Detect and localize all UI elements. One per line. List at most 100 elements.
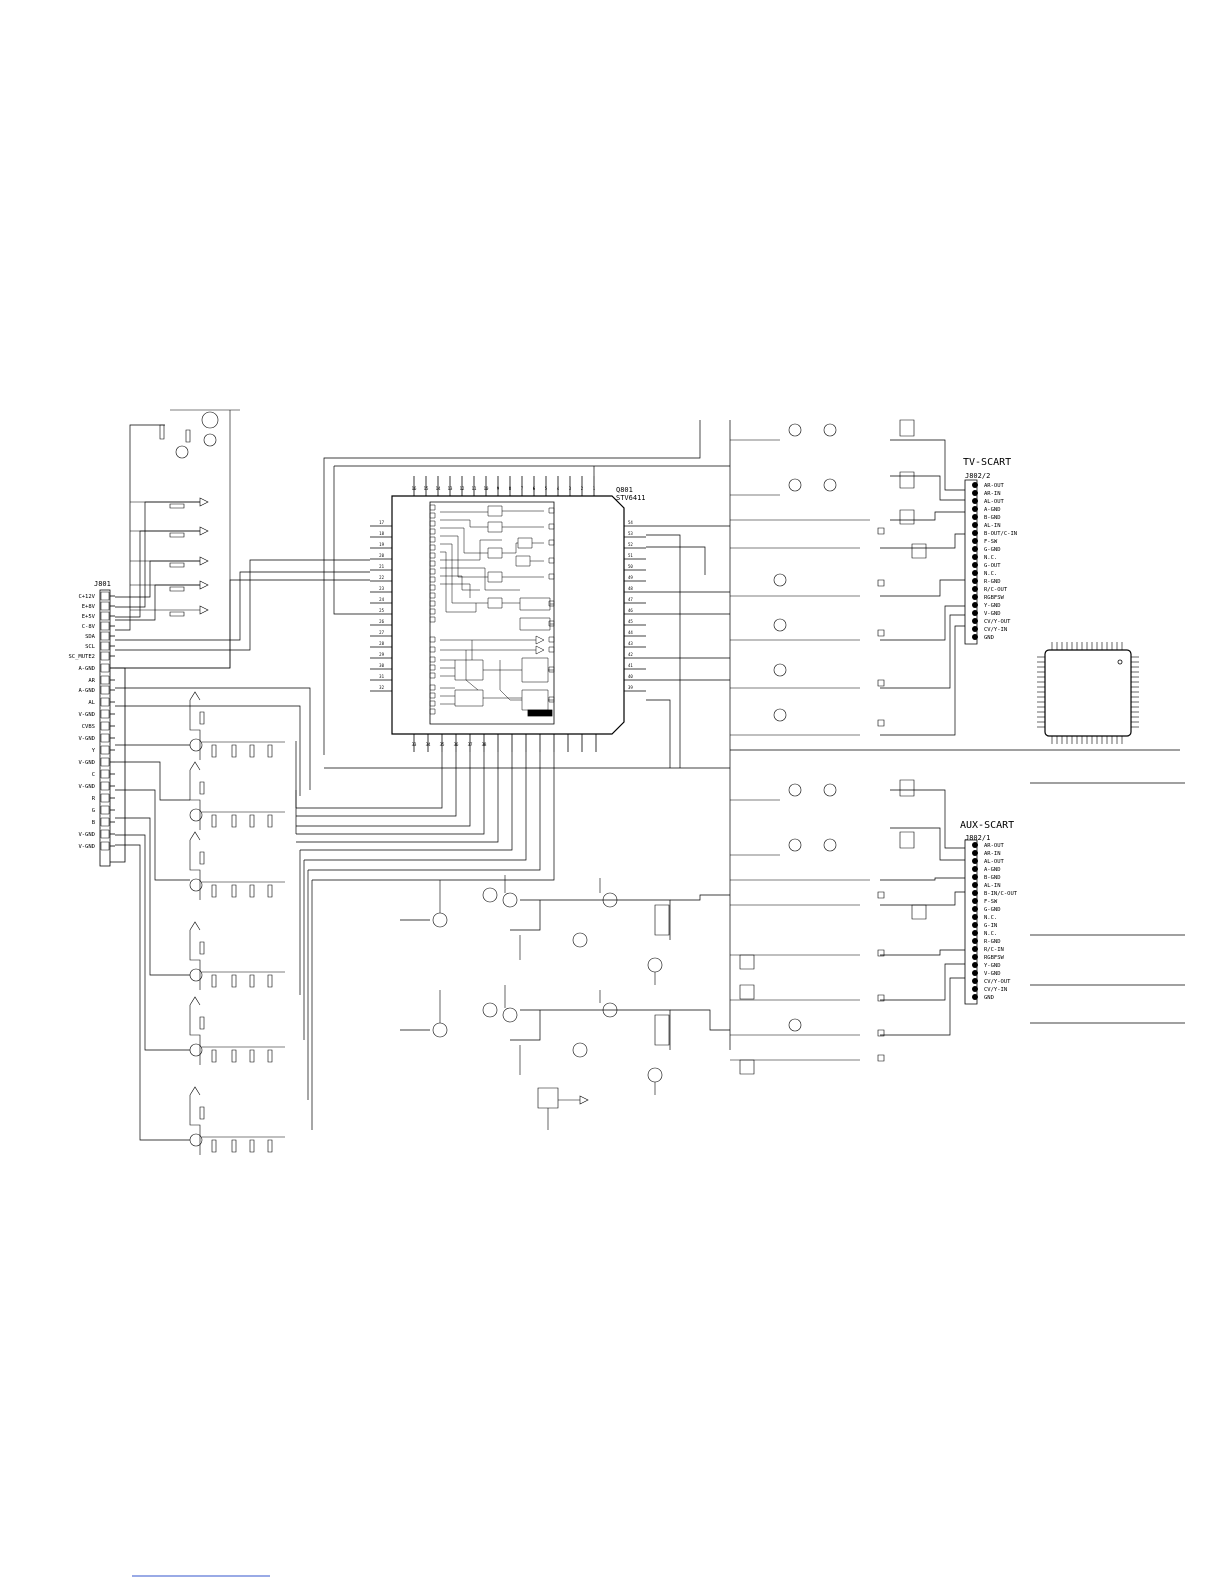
ic-pin-number: 51 (628, 553, 633, 558)
separator-lines (1030, 783, 1185, 1023)
tv-scart-connector (965, 480, 978, 644)
aux-scart-pin-label: CV/Y-OUT (984, 979, 1011, 985)
aux-scart-ref: J802/1 (965, 834, 990, 842)
ic-pin-number: 17 (379, 520, 384, 525)
aux-scart-pin-label: R-GND (984, 939, 1001, 945)
tv-scart-pin-label: AR-OUT (984, 483, 1005, 489)
tv-scart-pin-label: Y-GND (984, 603, 1001, 609)
ic-pin-number: 8 (509, 486, 512, 491)
aux-scart-pin-label: N.C. (984, 915, 997, 921)
aux-scart-pin-label: R/C-IN (984, 947, 1004, 953)
main-ic (370, 476, 646, 752)
ic-pin-number: 33 (412, 742, 417, 747)
ic-pin-number: 46 (628, 608, 633, 613)
ic-pin-number: 30 (379, 663, 384, 668)
ic-pin-number: 40 (628, 674, 633, 679)
j801-pin-label: CVBS (82, 724, 95, 730)
tv-scart-ref: J802/2 (965, 472, 990, 480)
tv-scart-pin-label: GND (984, 635, 994, 641)
ic-pin-number: 24 (379, 597, 384, 602)
aux-scart-pin-label: V-GND (984, 971, 1001, 977)
aux-scart-pin-label: A-GND (984, 867, 1001, 873)
ic-ref: Q801 (616, 486, 633, 494)
wiring (115, 420, 1180, 1140)
j801-pin-label: V-GND (78, 844, 95, 850)
ic-pin-number: 21 (379, 564, 384, 569)
tv-scart-pin-label: R-GND (984, 579, 1001, 585)
j801-pin-label: V-GND (78, 760, 95, 766)
aux-scart-pin-label: B-GND (984, 875, 1001, 881)
ic-pin-number: 52 (628, 542, 633, 547)
j801-pin-label: V-GND (78, 712, 95, 718)
ic-pin-number: 1 (593, 486, 596, 491)
j801-pin-label: R (92, 796, 96, 802)
aux-scart-pin-label: AR-IN (984, 851, 1001, 857)
j801-pin-label: Y (92, 748, 96, 754)
j801-pin-label: C+12V (78, 594, 95, 600)
aux-scart-pin-label: G-IN (984, 923, 997, 929)
aux-scart-title: AUX-SCART (960, 820, 1014, 831)
j801-pin-label: G (92, 808, 95, 814)
tv-scart-pin-label: B-OUT/C-IN (984, 531, 1017, 537)
aux-scart-pin-label: G-GND (984, 907, 1001, 913)
j801-connector (100, 590, 125, 866)
aux-scart-pin-label: B-IN/C-OUT (984, 891, 1018, 897)
aux-scart-pin-label: F-SW (984, 899, 998, 905)
scart-drivers (730, 420, 926, 1074)
aux-scart-pin-label: Y-GND (984, 963, 1001, 969)
ic-pin-number: 4 (557, 486, 560, 491)
ic-pin-number: 20 (379, 553, 384, 558)
j801-pin-label: SCL (85, 644, 96, 650)
ic-pin-number: 19 (379, 542, 384, 547)
ic-pin-number: 22 (379, 575, 384, 580)
tv-scart-pin-label: F-SW (984, 539, 998, 545)
j801-pin-label: V-GND (78, 736, 95, 742)
j801-ref: J801 (94, 580, 111, 588)
tv-scart-pin-label: AL-IN (984, 523, 1001, 529)
ic-pin-number: 41 (628, 663, 633, 668)
ic-pin-number: 7 (521, 486, 524, 491)
tv-scart-pin-label: RGBFSW (984, 595, 1005, 601)
ic-pin-number: 49 (628, 575, 633, 580)
tv-scart-pin-label: B-GND (984, 515, 1001, 521)
ic-pin-number: 15 (424, 486, 429, 491)
aux-scart-pin-label: N.C. (984, 931, 997, 937)
ic-pin-number: 12 (460, 486, 465, 491)
ic-pin-number: 29 (379, 652, 384, 657)
ic-pin-number: 9 (497, 486, 500, 491)
ic-pin-number: 28 (379, 641, 384, 646)
ic-pin-number: 26 (379, 619, 384, 624)
ic-pin-number: 5 (545, 486, 548, 491)
j801-pin-label: V-GND (78, 832, 95, 838)
tv-scart-pin-label: V-GND (984, 611, 1001, 617)
video-buffer-stages (190, 692, 285, 1155)
ic-pin-number: 37 (468, 742, 473, 747)
ic-pin-number: 6 (533, 486, 536, 491)
j801-pin-label: C-8V (82, 624, 96, 630)
j801-pin-label: A-GND (78, 688, 95, 694)
ic-pin-number: 38 (482, 742, 487, 747)
aux-scart-pin-label: AR-OUT (984, 843, 1005, 849)
ic-pin-number: 13 (448, 486, 453, 491)
power-regulators (115, 410, 240, 668)
ic-part: STV6411 (616, 494, 646, 502)
tv-scart-pin-label: G-OUT (984, 563, 1001, 569)
ic-pin-number: 18 (379, 531, 384, 536)
j801-pin-label: V-GND (78, 784, 95, 790)
ic-pin-number: 31 (379, 674, 384, 679)
j801-pin-label: C (92, 772, 95, 778)
aux-scart-pin-label: CV/Y-IN (984, 987, 1007, 993)
ic-pin-number: 2 (581, 486, 584, 491)
j801-pin-label: A-GND (78, 666, 95, 672)
tv-scart-title: TV-SCART (963, 457, 1011, 468)
j801-pin-label: E+5V (82, 614, 96, 620)
j801-pin-label: B (92, 820, 96, 826)
aux-scart-pin-label: AL-IN (984, 883, 1001, 889)
ic-pin-number: 27 (379, 630, 384, 635)
ic-pin-number: 14 (436, 486, 441, 491)
tv-scart-pin-label: CV/Y-IN (984, 627, 1007, 633)
ic-pin-number: 53 (628, 531, 633, 536)
aux-scart-pin-label: GND (984, 995, 994, 1001)
ic-pin-number: 36 (454, 742, 459, 747)
